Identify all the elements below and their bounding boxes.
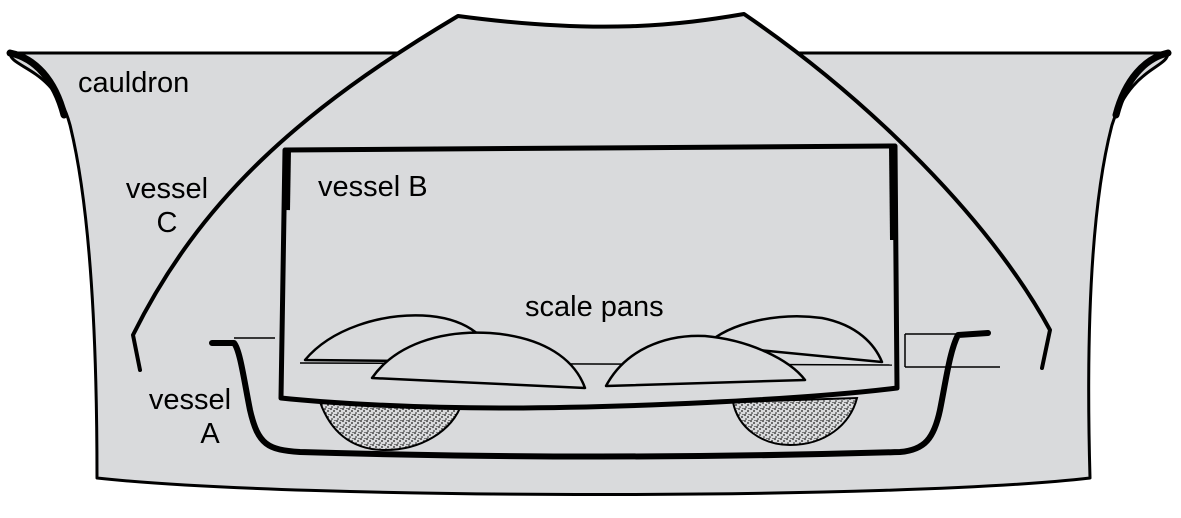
cauldron-rim-right [1112, 49, 1172, 119]
vessel-b-right-wall-thick [889, 145, 898, 241]
weight-left-icon [318, 400, 464, 452]
label-scale-pans: scale pans [525, 291, 664, 323]
label-vessel-c-line1: vessel [125, 173, 209, 205]
label-vessel-a-line2: A [200, 418, 220, 450]
scale-pan-left-front [370, 331, 587, 390]
scale-pan-right-front [604, 334, 807, 388]
label-cauldron: cauldron [78, 67, 190, 99]
scale-pan-right-back [704, 315, 884, 364]
cauldron-rim-left [6, 49, 68, 119]
vessel-b-top-edge [284, 145, 896, 151]
label-vessel-c-line2: C [156, 207, 178, 239]
label-vessel-c: vessel C [112, 174, 222, 238]
weight-right-icon [731, 396, 859, 447]
label-vessel-a-line1: vessel [148, 384, 232, 416]
vessel-a-shape [209, 330, 991, 460]
label-vessel-b: vessel B [318, 171, 428, 203]
label-vessel-a: vessel A [135, 385, 245, 449]
vessel-b-left-wall-thick [282, 149, 291, 211]
